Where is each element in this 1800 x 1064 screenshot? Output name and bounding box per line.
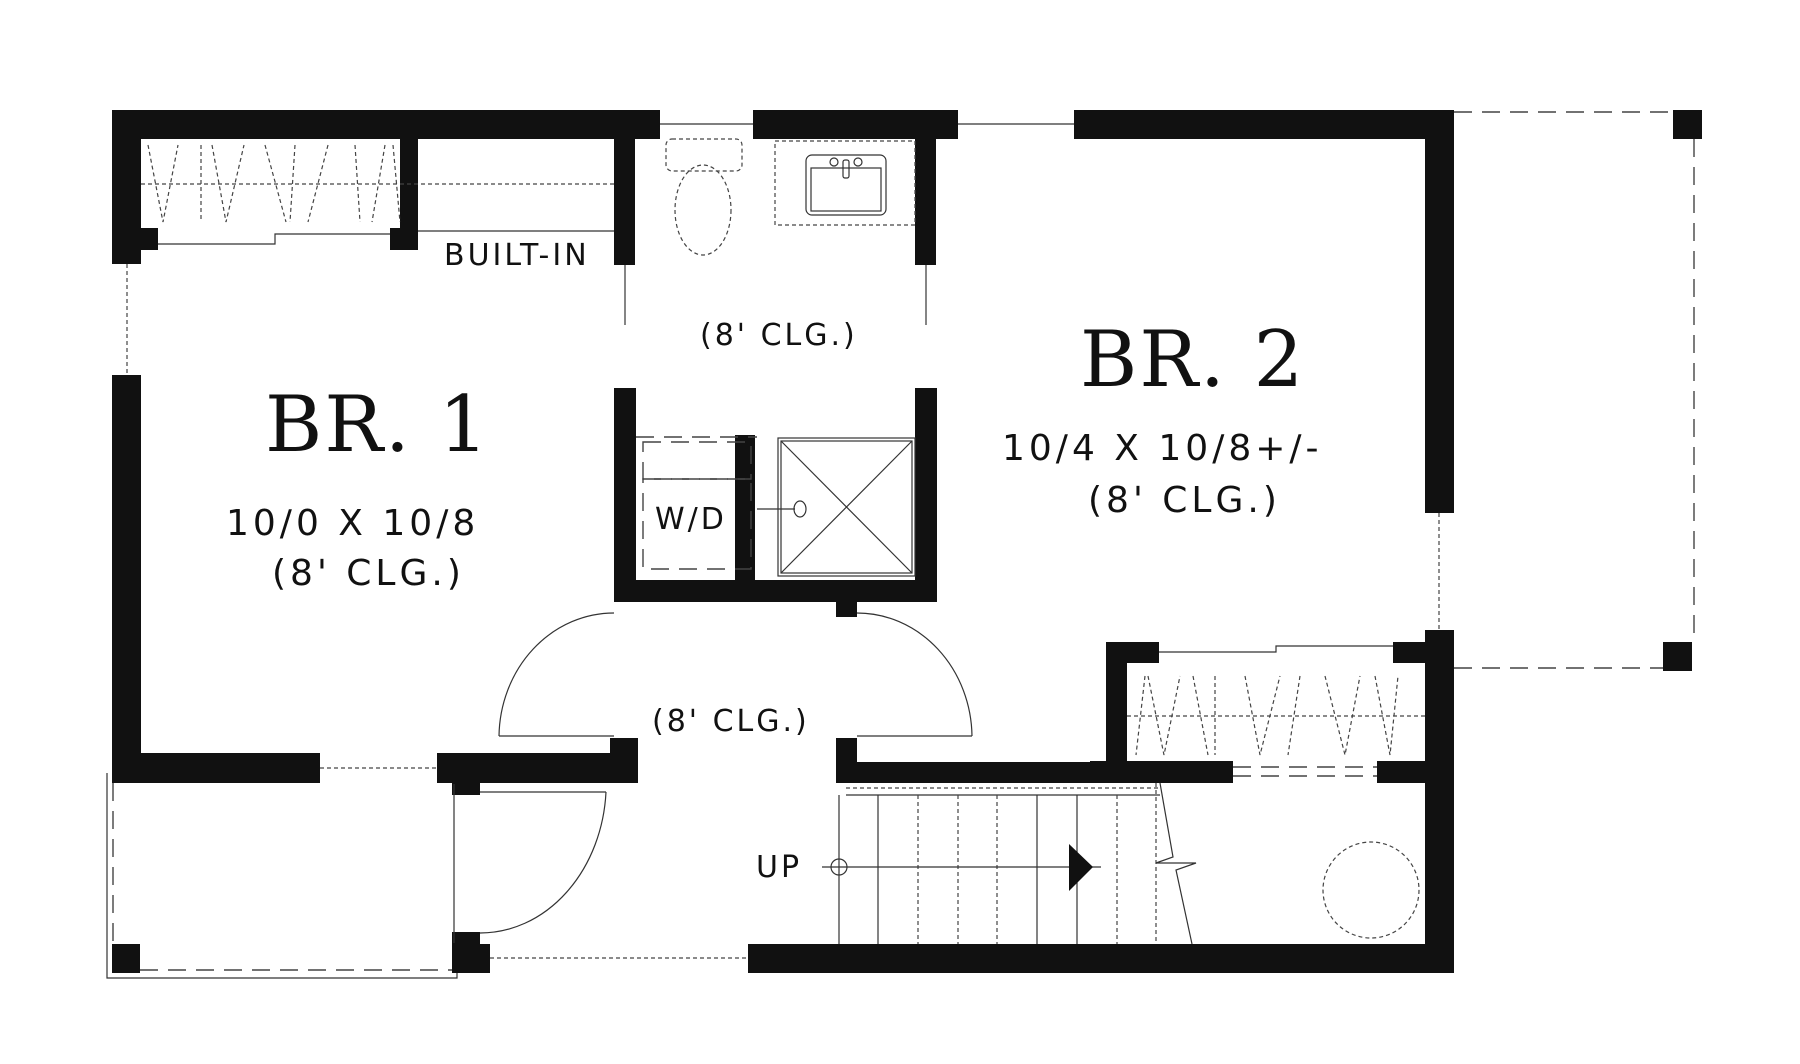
hall-ceiling-label: (8' CLG.) [652, 704, 810, 739]
stairs [822, 782, 1197, 945]
room-name-br2: BR. 2 [1080, 315, 1306, 405]
porch-outlines [106, 111, 1695, 979]
room-ceiling-br2: (8' CLG.) [1088, 480, 1281, 521]
door-swings [453, 612, 973, 943]
walls [112, 110, 1702, 973]
shower [757, 437, 916, 577]
windows [126, 123, 1440, 959]
room-name-br1: BR. 1 [265, 380, 491, 470]
sink-vanity [774, 140, 916, 226]
room-dimensions-br1: 10/0 X 10/8 [226, 503, 480, 544]
br2-closet [1127, 645, 1425, 777]
toilet [665, 138, 743, 256]
room-dimensions-br2: 10/4 X 10/8+/- [1002, 428, 1323, 469]
water-heater [1322, 841, 1420, 939]
built-in-label: BUILT-IN [444, 238, 590, 273]
br1-closet [141, 144, 614, 245]
room-ceiling-br1: (8' CLG.) [272, 553, 465, 594]
washer-dryer [636, 436, 757, 570]
washer-dryer-label: W/D [655, 502, 727, 537]
stair-up-label: UP [756, 850, 803, 885]
bath-ceiling-label: (8' CLG.) [700, 318, 858, 353]
